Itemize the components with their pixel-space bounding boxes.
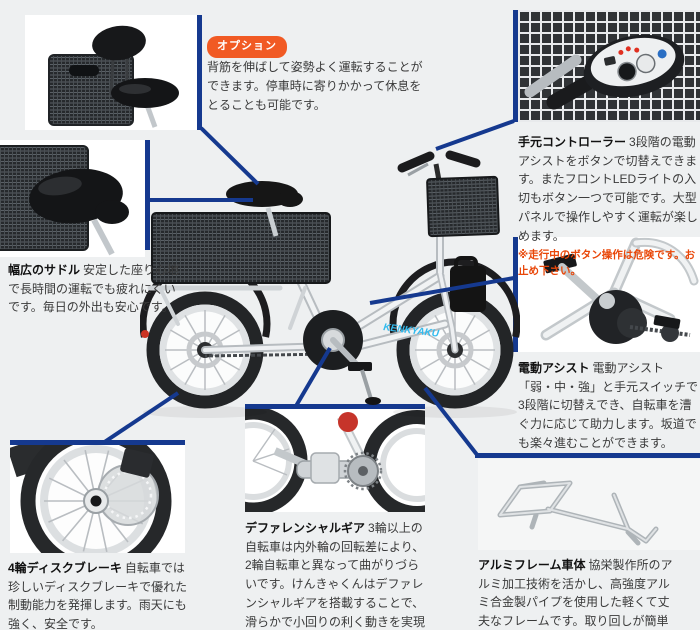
callout-alu-frame: アルミフレーム車体協栄製作所のアルミ加工技術を活かし、高強度アルミ合金製パイプを… (478, 556, 674, 630)
photo-border-f (245, 404, 425, 409)
controller-body: 3段階の電動アシストをボタンで切替えできます。またフロントLEDライトの入切もボ… (518, 135, 698, 243)
bike-illustration: KENKYAKU (140, 150, 520, 418)
callout-wide-saddle: 幅広のサドル安定した座り心地で長時間の運転でも疲れにくいです。毎日の外出も安心で… (8, 261, 180, 317)
photo-border-d (513, 237, 518, 352)
alu-frame-title: アルミフレーム車体 (478, 558, 586, 572)
controller-title: 手元コントローラー (518, 135, 627, 149)
red-reflector (338, 412, 358, 432)
wide-saddle-body: 安定した座り心地で長時間の運転でも疲れにくいです。毎日の外出も安心です。 (8, 263, 180, 315)
photo-wide-saddle (0, 140, 145, 257)
photo-differential (245, 409, 425, 512)
disc-brake-title: 4輪ディスクブレーキ (8, 561, 122, 575)
photo-border-e (10, 440, 185, 445)
saddle (111, 78, 179, 108)
photo-border-g (475, 453, 700, 458)
wide-saddle-title: 幅広のサドル (8, 263, 81, 277)
photo-assist-motor (518, 237, 700, 352)
front-basket (426, 175, 500, 238)
disc-brake-body: 自転車では珍しいディスクブレーキで優れた制動能力を発揮します。雨天にも強く、安全… (8, 561, 188, 630)
callout-electric-assist: 電動アシスト電動アシスト「弱・中・強」と手元スイッチで3段階に切替えでき、自転車… (518, 359, 700, 453)
photo-disc-brake (10, 445, 185, 553)
rear-basket (151, 212, 331, 284)
alu-frame-body: 協栄製作所のアルミ加工技術を活かし、高強度アルミ合金製パイプを使用した軽くて丈夫… (478, 558, 673, 629)
photo-alu-frame (478, 459, 700, 550)
option-text: 背筋を伸ばして姿勢よく運転することができます。停車時に寄りかかって休息をとること… (207, 60, 423, 112)
callout-option: オプション 背筋を伸ばして姿勢よく運転することができます。停車時に寄りかかって休… (207, 36, 425, 114)
option-badge: オプション (207, 36, 287, 59)
controller-warning: ※走行中のボタン操作は危険です。お止め下さい。 (518, 249, 696, 278)
electric-assist-title: 電動アシスト (518, 361, 590, 375)
photo-backrest-saddle (25, 15, 197, 130)
photo-border-a (197, 15, 202, 130)
differential-title: デファレンシャルギア (245, 521, 366, 535)
callout-disc-brake: 4輪ディスクブレーキ自転車では珍しいディスクブレーキで優れた制動能力を発揮します… (8, 559, 194, 630)
photo-border-c (145, 140, 150, 250)
rear-reflector (141, 330, 149, 338)
control-panel (583, 34, 685, 98)
electric-assist-body: 電動アシスト「弱・中・強」と手元スイッチで3段階に切替えでき、自転車を漕ぐ力に応… (518, 361, 699, 450)
brake-caliper (120, 448, 154, 478)
backrest (92, 25, 146, 61)
battery-box (450, 256, 486, 312)
differential-body: 3輪以上の自転車は内外輪の回転差により、2輪自転車と異なって曲がりづらいです。け… (245, 521, 426, 629)
photo-controller (518, 10, 700, 122)
photo-border-b (513, 10, 518, 122)
differential-housing (310, 452, 340, 484)
basket-handle-hole (69, 65, 99, 76)
